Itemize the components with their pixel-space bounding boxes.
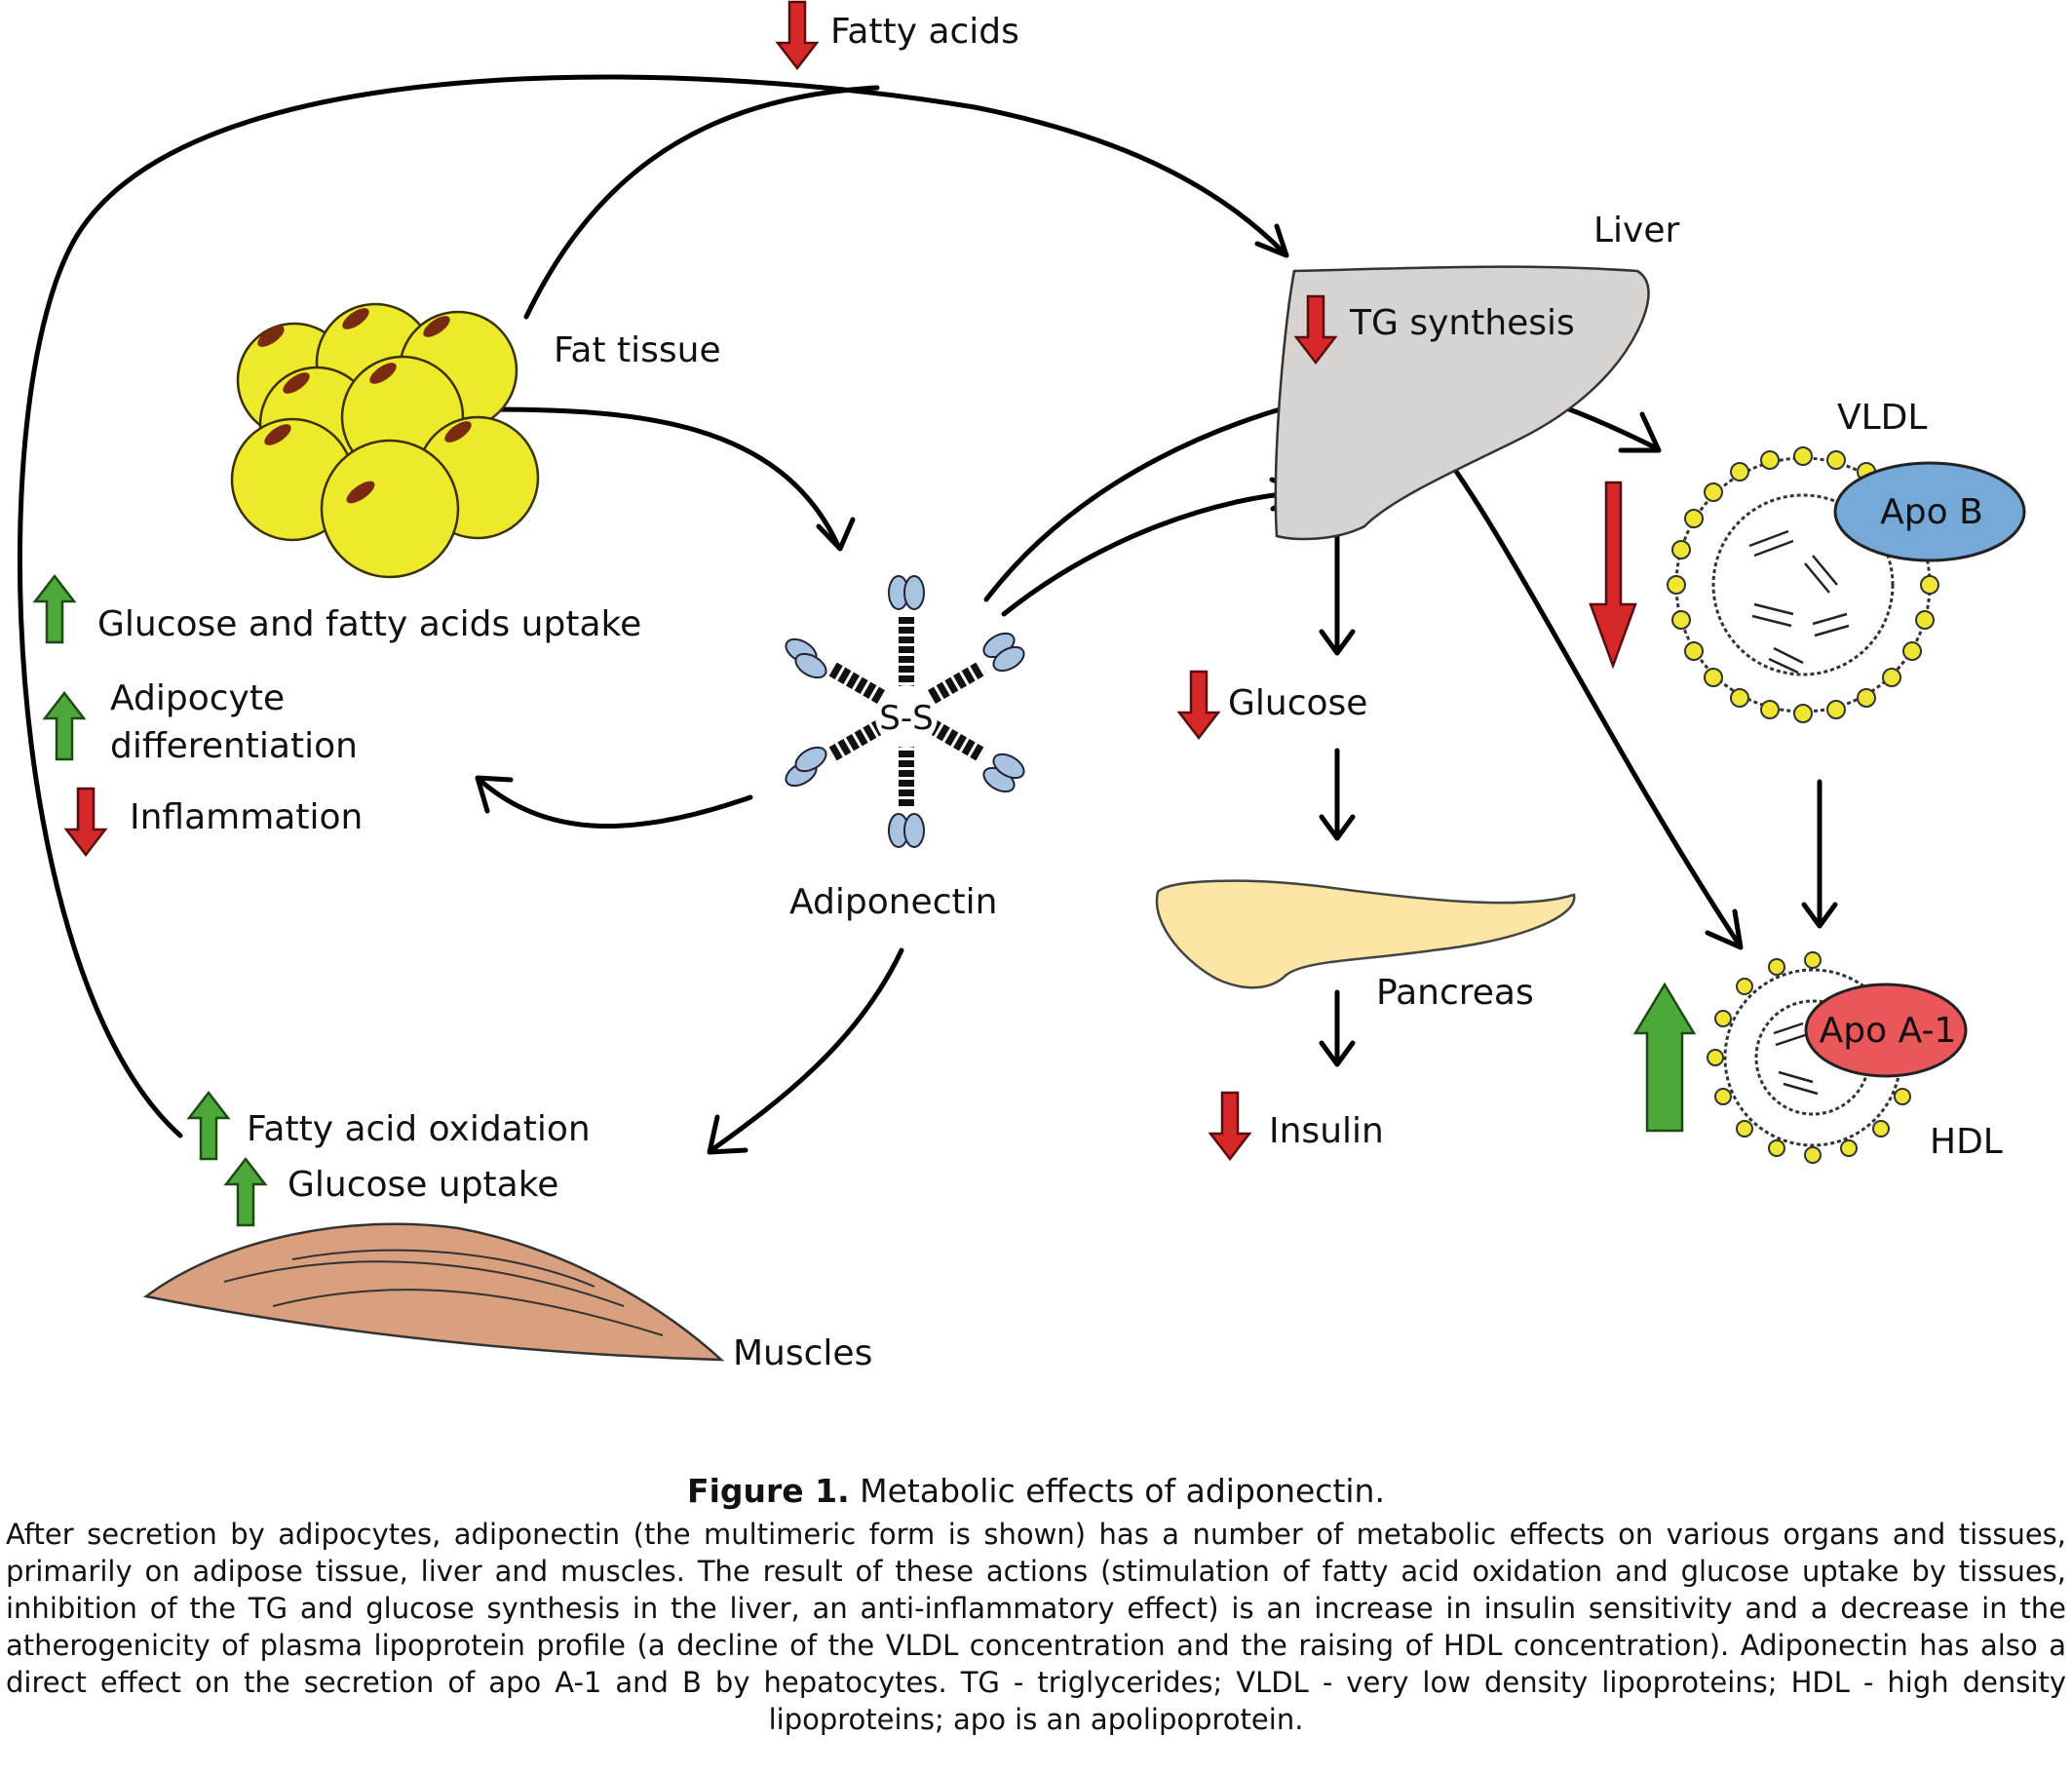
insulin-decrease-arrow bbox=[1209, 1091, 1251, 1161]
pancreas-label: Pancreas bbox=[1376, 973, 1534, 1013]
glucose-fa-uptake-label: Glucose and fatty acids uptake bbox=[97, 604, 641, 644]
flow-fat-to-adiponectin-head bbox=[816, 517, 856, 552]
glucose-label: Glucose bbox=[1228, 683, 1367, 723]
muscles-label: Muscles bbox=[733, 1333, 872, 1373]
glucose-uptake-label: Glucose uptake bbox=[288, 1165, 558, 1205]
vldl-label: VLDL bbox=[1837, 398, 1927, 438]
figure-caption: Figure 1. Metabolic effects of adiponect… bbox=[0, 1472, 2072, 1738]
hdl-particle bbox=[1707, 951, 1968, 1164]
flow-fat-to-adiponectin bbox=[484, 406, 841, 549]
flow-glucose-to-pancreas-head bbox=[1319, 814, 1356, 841]
fatty-acids-label: Fatty acids bbox=[830, 12, 1019, 52]
glucose-fa-uptake-increase-arrow bbox=[33, 574, 76, 644]
fat-tissue-label: Fat tissue bbox=[554, 330, 721, 370]
caption-title-text: Metabolic effects of adiponectin. bbox=[860, 1472, 1385, 1510]
adipocyte-differentiation-increase-arrow bbox=[43, 691, 86, 761]
flow-adiponectin-to-left-head bbox=[475, 775, 514, 814]
caption-body: After secretion by adipocytes, adiponect… bbox=[6, 1518, 2066, 1736]
flow-vldl-to-hdl-head bbox=[1801, 902, 1838, 929]
flow-muscles-to-liver-head bbox=[1254, 223, 1289, 258]
flow-muscles-to-liver bbox=[17, 74, 1289, 1138]
pancreas-shape bbox=[1155, 879, 1576, 989]
flow-adiponectin-to-muscles-head bbox=[707, 1114, 748, 1155]
apo-a1-label: Apo A-1 bbox=[1820, 1011, 1957, 1051]
fat-tissue-cells bbox=[230, 302, 540, 579]
tg-synthesis-label: TG synthesis bbox=[1349, 303, 1575, 343]
liver-label: Liver bbox=[1593, 211, 1680, 251]
apo-b-label: Apo B bbox=[1880, 492, 1983, 532]
muscle-shape bbox=[143, 1222, 725, 1362]
glucose-decrease-arrow bbox=[1177, 670, 1220, 740]
flow-liver-to-hdl-head bbox=[1705, 908, 1744, 950]
flow-adiponectin-to-liver-lower bbox=[1001, 489, 1307, 617]
insulin-label: Insulin bbox=[1269, 1111, 1384, 1151]
glucose-uptake-increase-arrow bbox=[224, 1157, 267, 1227]
flow-liver-to-hdl bbox=[1415, 418, 1743, 948]
adiponectin-diagram: Fatty acids bbox=[17, 0, 2026, 1373]
adiponectin-molecule bbox=[785, 575, 1025, 848]
disulfide-bond-label: S-S bbox=[879, 699, 933, 738]
liver-shape bbox=[1274, 265, 1650, 541]
fatty-acid-oxidation-label: Fatty acid oxidation bbox=[247, 1109, 591, 1149]
flow-liver-to-vldl-head bbox=[1618, 411, 1662, 453]
hdl-increase-arrow bbox=[1632, 982, 1697, 1133]
vldl-decrease-arrow bbox=[1589, 481, 1637, 670]
flow-fat-to-top bbox=[523, 85, 880, 320]
adipocyte-label-line1: Adipocyte bbox=[110, 678, 285, 718]
flow-pancreas-to-insulin-head bbox=[1319, 1040, 1356, 1067]
fatty-acid-oxidation-increase-arrow bbox=[187, 1091, 230, 1161]
flow-adiponectin-to-muscles bbox=[709, 947, 904, 1153]
adipocyte-label-line2: differentiation bbox=[110, 726, 358, 766]
caption-figure-number: Figure 1. bbox=[687, 1472, 850, 1510]
inflammation-label: Inflammation bbox=[130, 797, 363, 837]
vldl-particle bbox=[1667, 446, 2026, 723]
adiponectin-label: Adiponectin bbox=[789, 882, 997, 922]
inflammation-decrease-arrow bbox=[64, 787, 107, 857]
hdl-label: HDL bbox=[1930, 1122, 2003, 1162]
fat-tissue-nuclei bbox=[257, 308, 472, 504]
caption-title: Figure 1. Metabolic effects of adiponect… bbox=[0, 1472, 2072, 1510]
fatty-acids-decrease-arrow bbox=[776, 0, 819, 70]
flow-adiponectin-to-left bbox=[477, 777, 753, 829]
flow-liver-to-glucose-head bbox=[1319, 629, 1356, 656]
